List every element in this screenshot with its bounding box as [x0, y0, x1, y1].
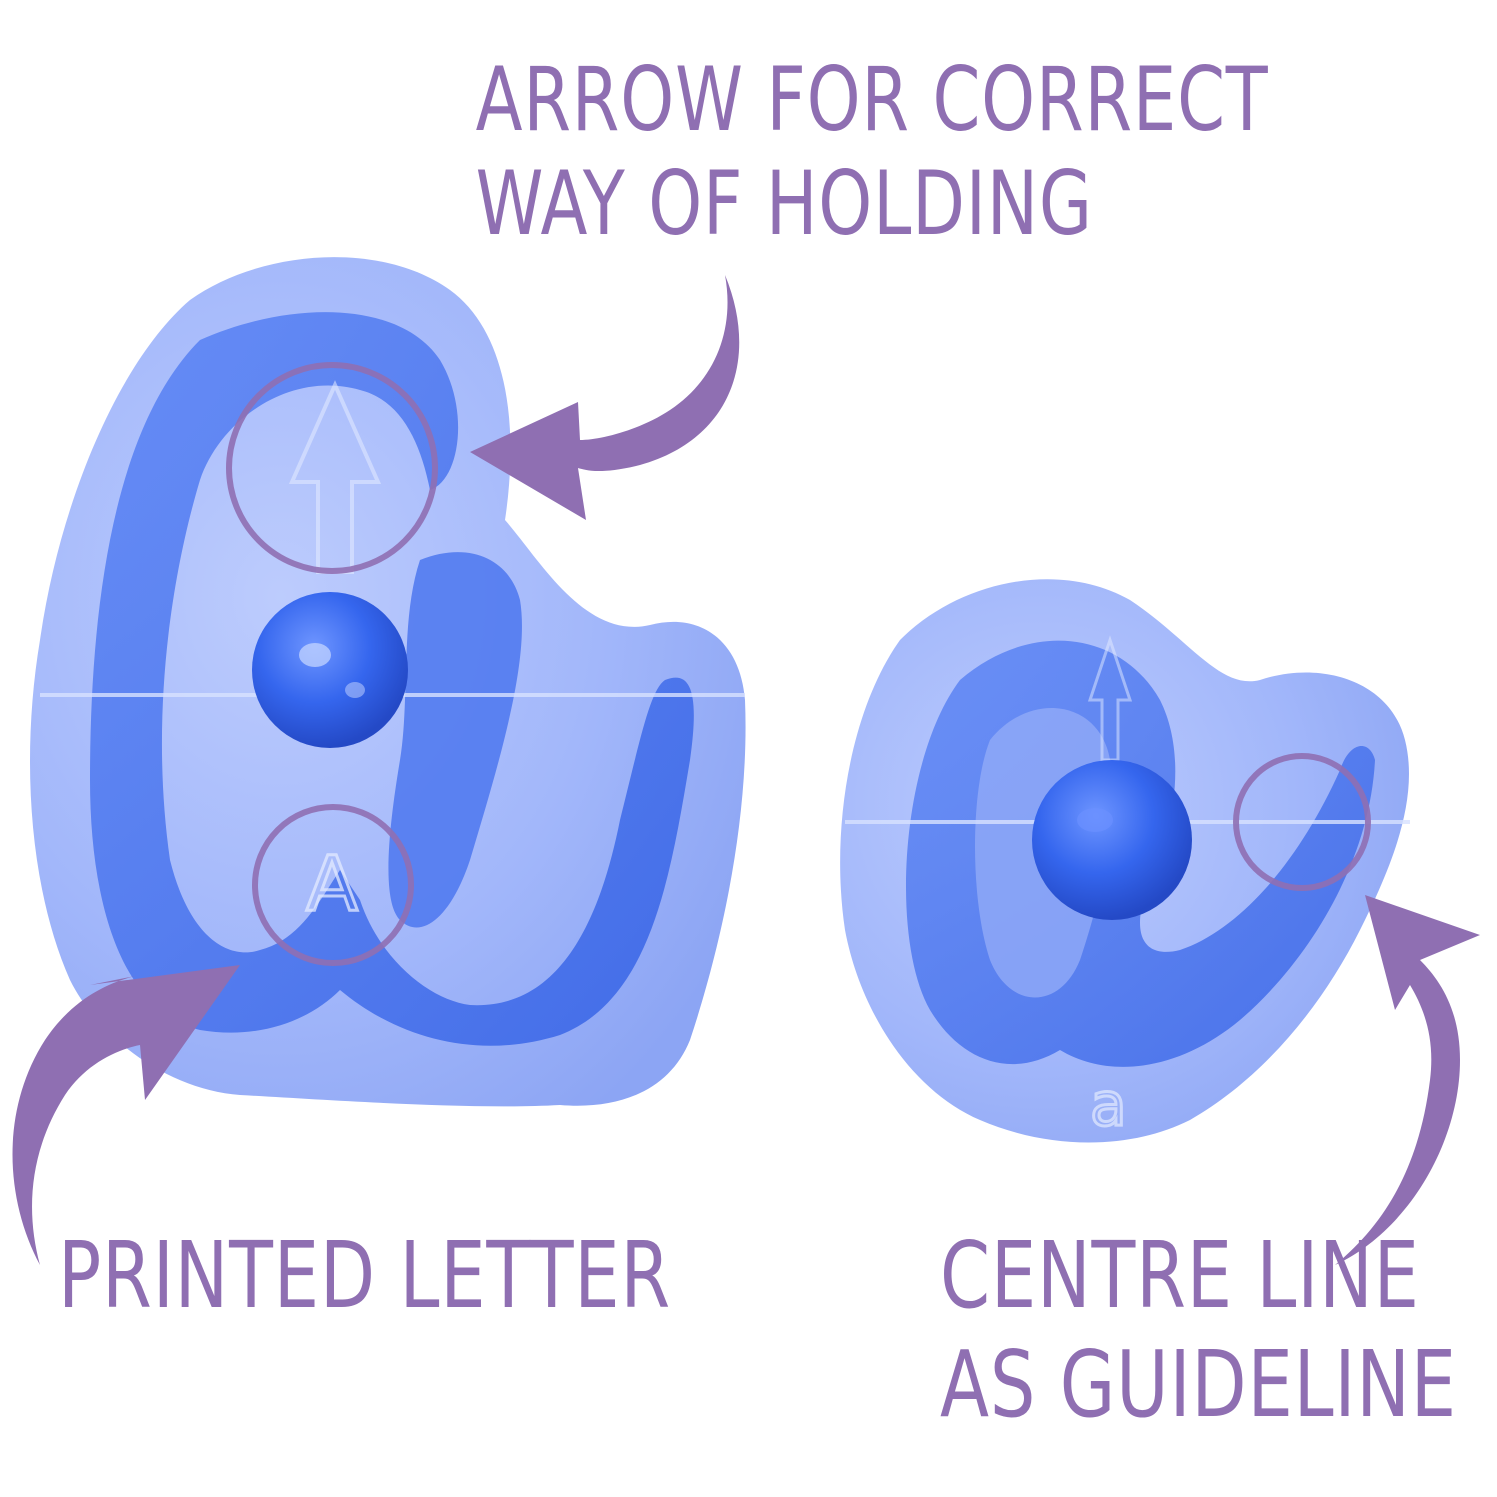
- large-stamp-inner-groove: [388, 552, 522, 928]
- arrow-pointer-bottom-left: [12, 965, 240, 1265]
- arrow-pointer-top: [470, 275, 740, 520]
- small-stamp-embossed-arrow: [1087, 635, 1133, 762]
- small-stamp-printed-letter: a: [1090, 1070, 1127, 1140]
- arrow-pointer-bottom-right: [1335, 895, 1480, 1265]
- centre-line-highlight-circle: [1233, 753, 1371, 891]
- large-stamp-groove: [90, 312, 694, 1046]
- small-letter-stamp: a: [840, 579, 1410, 1143]
- letter-highlight-circle: [252, 804, 414, 966]
- large-letter-stamp: A: [30, 257, 746, 1107]
- printed-letter-label: PRINTED LETTER: [58, 1222, 671, 1331]
- arrow-label-line1: ARROW FOR CORRECT: [475, 48, 1269, 151]
- arrow-highlight-circle: [226, 362, 438, 574]
- large-stamp-knob-highlight: [299, 643, 331, 667]
- arrow-label-line2: WAY OF HOLDING: [475, 151, 1093, 255]
- large-stamp-knob: [252, 592, 408, 748]
- centre-label-line2: AS GUIDELINE: [940, 1330, 1457, 1438]
- small-stamp-knob: [1032, 760, 1192, 920]
- arrow-annotation-label: ARROW FOR CORRECT WAY OF HOLDING: [475, 48, 1269, 256]
- centre-label-line1: CENTRE LINE: [940, 1222, 1420, 1329]
- centre-line-label: CENTRE LINE AS GUIDELINE: [940, 1222, 1457, 1439]
- large-stamp-printed-letter: A: [306, 839, 358, 928]
- printed-label-line1: PRINTED LETTER: [58, 1222, 672, 1329]
